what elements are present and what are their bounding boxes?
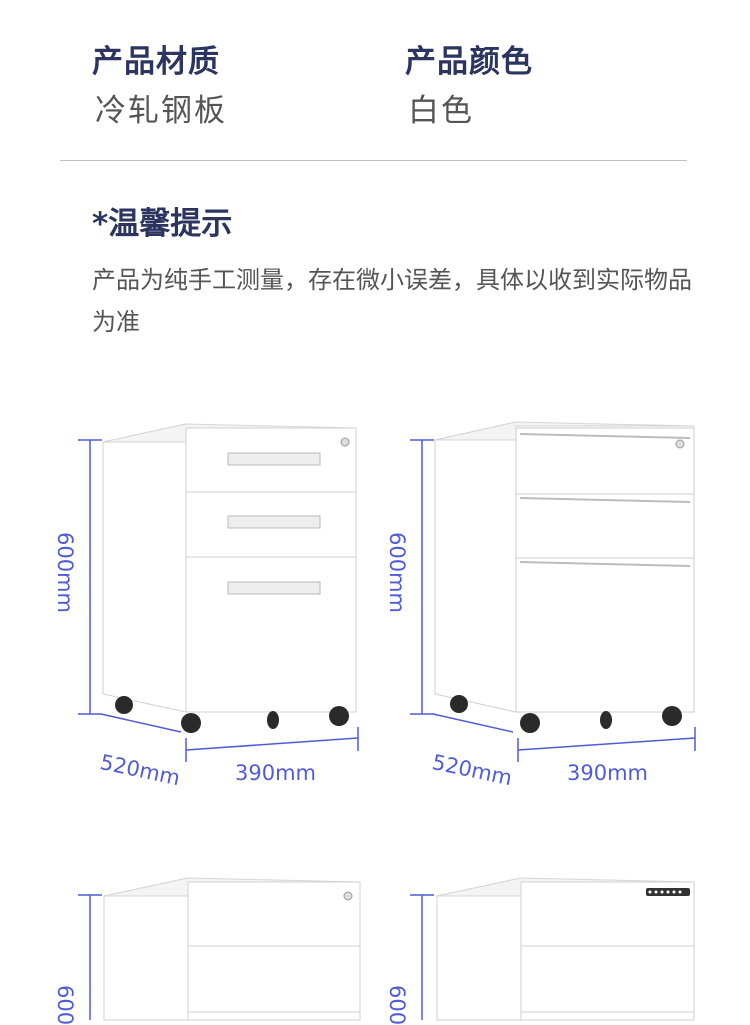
- cabinet-2-width: 390mm: [567, 761, 648, 785]
- tip-title: *温馨提示: [92, 206, 233, 242]
- cabinet-3-drawing: [78, 877, 361, 1021]
- section-divider: [60, 160, 687, 161]
- cabinet-4-height: 600: [385, 985, 409, 1025]
- cabinet-handleless-drawing: [410, 421, 696, 762]
- material-label: 产品材质: [92, 44, 220, 80]
- color-label: 产品颜色: [405, 44, 533, 80]
- tip-text: 产品为纯手工测量，存在微小误差，具体以收到实际物品为准: [92, 266, 692, 336]
- cabinet-1-width: 390mm: [235, 761, 316, 785]
- color-value: 白色: [408, 93, 474, 129]
- cabinet-handles-drawing: [78, 423, 359, 762]
- material-value: 冷轧钢板: [95, 93, 227, 129]
- keypad-icon: [646, 888, 690, 896]
